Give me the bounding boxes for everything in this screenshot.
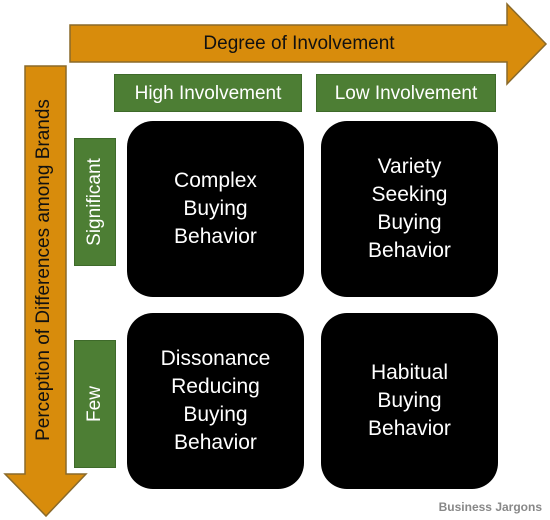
row-header-significant: Significant: [74, 138, 116, 266]
cell-dissonance-label: Dissonance Reducing Buying Behavior: [160, 347, 271, 454]
cell-habitual-buying-behavior: Habitual Buying Behavior: [321, 313, 498, 489]
column-header-high-involvement: High Involvement: [114, 74, 302, 112]
cell-habitual-label: Habitual Buying Behavior: [368, 361, 451, 440]
left-arrow-label: Perception of Differences among Brands: [33, 99, 54, 441]
cell-variety-seeking-buying-behavior: Variety Seeking Buying Behavior: [321, 121, 498, 297]
left-arrow: [3, 65, 88, 518]
row-header-few-label: Few: [84, 386, 105, 422]
row-header-few: Few: [74, 340, 116, 468]
cell-dissonance-reducing-buying-behavior: Dissonance Reducing Buying Behavior: [127, 313, 304, 489]
cell-complex-label: Complex Buying Behavior: [174, 169, 257, 248]
column-header-low-involvement: Low Involvement: [316, 74, 496, 112]
row-header-significant-label: Significant: [84, 158, 105, 246]
cell-complex-buying-behavior: Complex Buying Behavior: [127, 121, 304, 297]
watermark: Business Jargons: [438, 500, 542, 514]
top-arrow-label: Degree of Involvement: [203, 33, 395, 54]
cell-variety-label: Variety Seeking Buying Behavior: [368, 155, 451, 262]
top-arrow: [69, 2, 548, 86]
